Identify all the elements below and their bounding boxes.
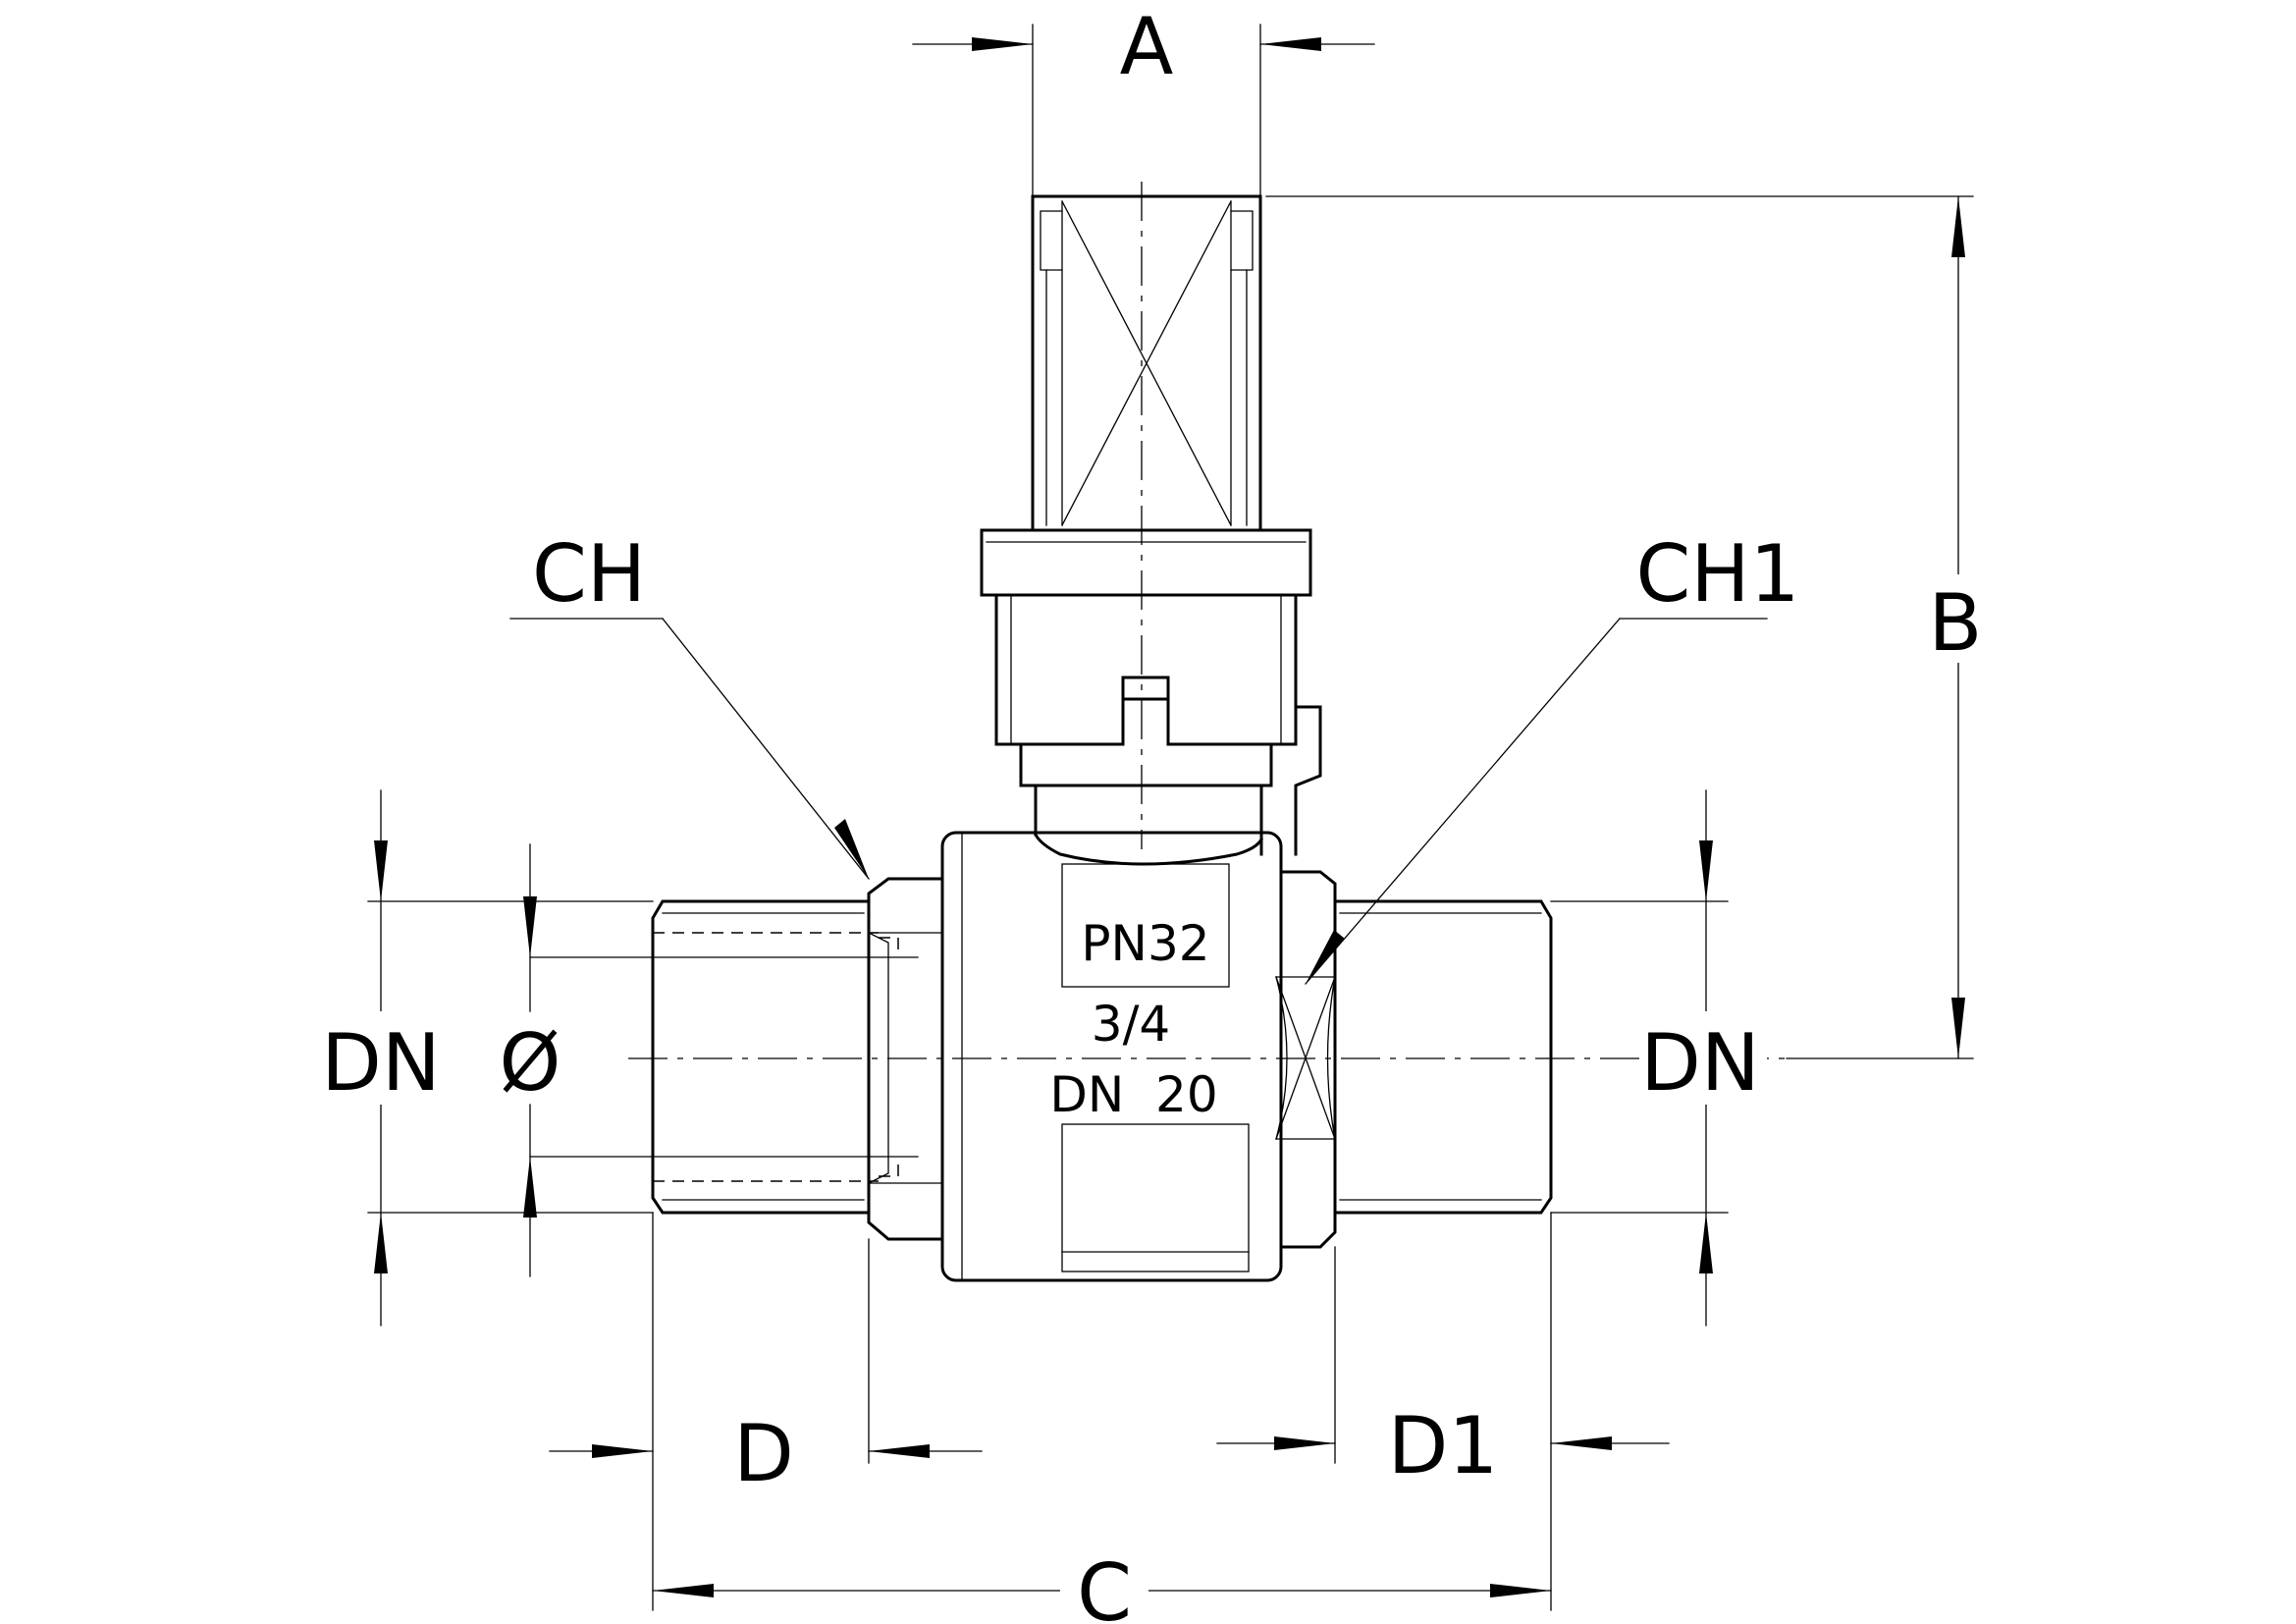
dimension-d: D: [549, 1238, 983, 1499]
dimension-dn-right: DN: [1550, 789, 1767, 1326]
label-a: A: [1120, 1, 1174, 92]
label-d: D: [733, 1408, 794, 1499]
stem-nut: [994, 593, 1322, 856]
dimension-d1: D1: [1216, 1246, 1670, 1491]
dimension-phi: Ø: [500, 843, 561, 1277]
valve-handle: [1031, 194, 1262, 532]
callout-ch1: CH1: [1305, 528, 1800, 985]
dimension-a: A: [912, 1, 1375, 197]
right-threaded-end: [1333, 899, 1553, 1215]
dimension-b: B: [1265, 195, 1993, 1059]
dimension-c: C: [652, 1212, 1552, 1624]
label-dn-left: DN: [321, 1017, 440, 1109]
left-threaded-end: [529, 899, 919, 1215]
stem-neck: [1019, 742, 1273, 856]
dimension-dn-left: DN: [314, 789, 654, 1326]
label-dn-right: DN: [1640, 1017, 1759, 1109]
marking-dn20: DN 20: [1049, 1066, 1217, 1123]
label-b: B: [1929, 577, 1983, 669]
label-phi: Ø: [500, 1017, 561, 1109]
label-d1: D1: [1388, 1400, 1499, 1491]
marking-pn32: PN32: [1081, 915, 1209, 972]
handle-flange: [980, 528, 1312, 597]
valve-body: [940, 831, 1283, 1282]
label-ch: CH: [532, 528, 646, 620]
marking-size: 3/4: [1092, 996, 1170, 1053]
label-ch1: CH1: [1636, 528, 1800, 620]
label-c: C: [1077, 1547, 1132, 1624]
right-hex-nut: [1275, 870, 1337, 1249]
callout-ch: CH: [509, 528, 870, 880]
